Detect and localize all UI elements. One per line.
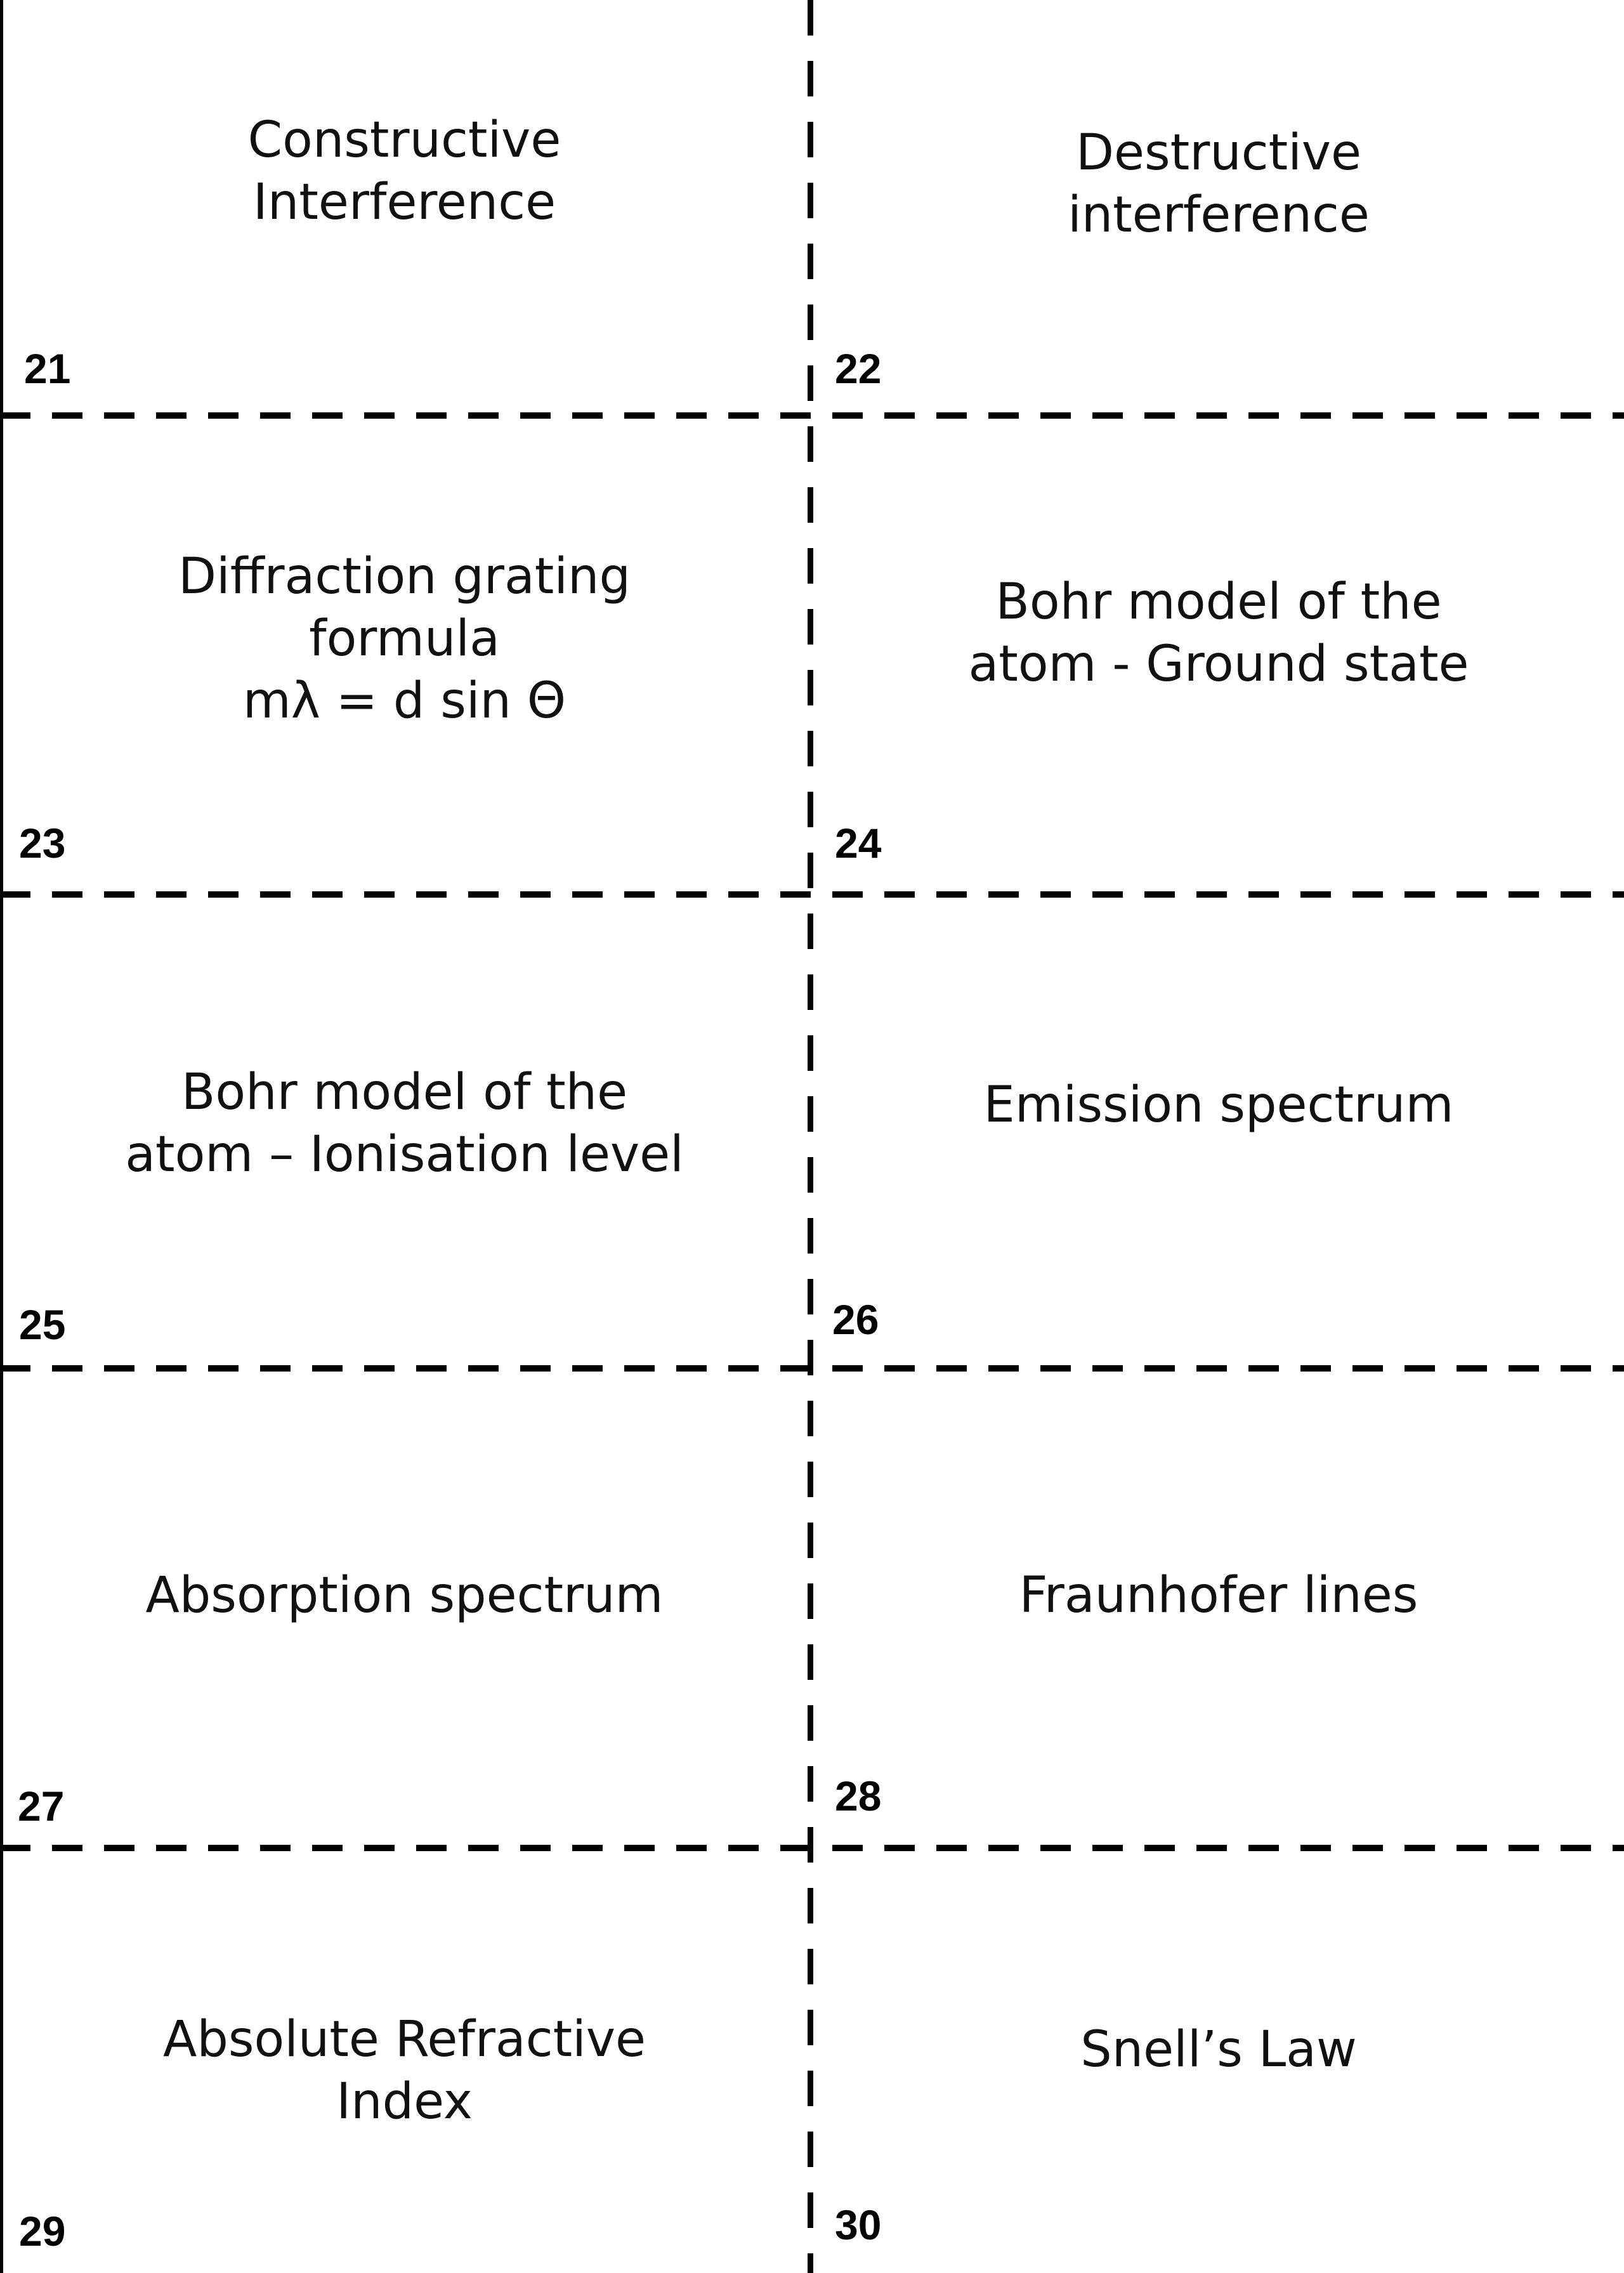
card-number: 28 <box>835 1772 882 1819</box>
card-term-line: atom – Ionisation level <box>125 1126 684 1183</box>
card-term-line: mλ = d sin Θ <box>242 672 566 730</box>
card-term: Absolute Refractive Index <box>0 2008 809 2133</box>
card-term-line: Bohr model of the <box>995 573 1442 631</box>
card-number: 23 <box>19 820 66 867</box>
card-term-line: interference <box>1068 187 1370 244</box>
card-term: Destructive interference <box>813 122 1624 246</box>
card-term-line: Interference <box>252 174 556 231</box>
card-term-line: Emission spectrum <box>983 1077 1454 1134</box>
card-21: Constructive Interference 21 <box>0 0 809 416</box>
card-30: Snell’s Law 30 <box>813 1851 1624 2273</box>
card-term: Emission spectrum <box>813 1074 1624 1136</box>
card-term: Diffraction grating formula mλ = d sin Θ <box>0 546 809 732</box>
card-number: 21 <box>24 345 71 392</box>
card-number: 30 <box>835 2201 882 2248</box>
card-term: Constructive Interference <box>0 109 809 233</box>
card-27: Absorption spectrum 27 <box>0 1372 809 1845</box>
card-25: Bohr model of the atom – Ionisation leve… <box>0 898 809 1365</box>
card-number: 24 <box>835 820 882 867</box>
card-number: 22 <box>835 345 882 392</box>
card-number: 29 <box>19 2208 66 2255</box>
card-26: Emission spectrum 26 <box>813 898 1624 1365</box>
card-24: Bohr model of the atom - Ground state 24 <box>813 419 1624 891</box>
card-term-line: Bohr model of the <box>181 1064 628 1121</box>
cut-line-vertical <box>808 0 813 2273</box>
card-term: Bohr model of the atom - Ground state <box>813 571 1624 695</box>
card-term-line: Absorption spectrum <box>145 1567 664 1624</box>
card-term-line: atom - Ground state <box>968 636 1469 693</box>
card-term: Fraunhofer lines <box>813 1564 1624 1627</box>
card-term-line: Index <box>336 2073 473 2130</box>
sheet-left-border <box>0 0 3 2273</box>
card-number: 27 <box>18 1783 65 1830</box>
card-term: Bohr model of the atom – Ionisation leve… <box>0 1061 809 1186</box>
card-term-line: Snell’s Law <box>1080 2021 1357 2078</box>
card-29: Absolute Refractive Index 29 <box>0 1851 809 2273</box>
card-term-line: Absolute Refractive <box>163 2011 646 2068</box>
card-number: 25 <box>19 1301 66 1348</box>
card-term-line: Fraunhofer lines <box>1019 1567 1418 1624</box>
card-22: Destructive interference 22 <box>813 0 1624 416</box>
card-28: Fraunhofer lines 28 <box>813 1372 1624 1845</box>
card-term: Snell’s Law <box>813 2019 1624 2081</box>
card-term-line: Constructive <box>247 112 561 169</box>
card-number: 26 <box>832 1296 879 1343</box>
card-23: Diffraction grating formula mλ = d sin Θ… <box>0 419 809 891</box>
card-term-line: Diffraction grating <box>178 548 631 605</box>
card-term-line: Destructive <box>1075 124 1362 181</box>
card-term: Absorption spectrum <box>0 1564 809 1627</box>
card-term-line: formula <box>309 610 500 667</box>
